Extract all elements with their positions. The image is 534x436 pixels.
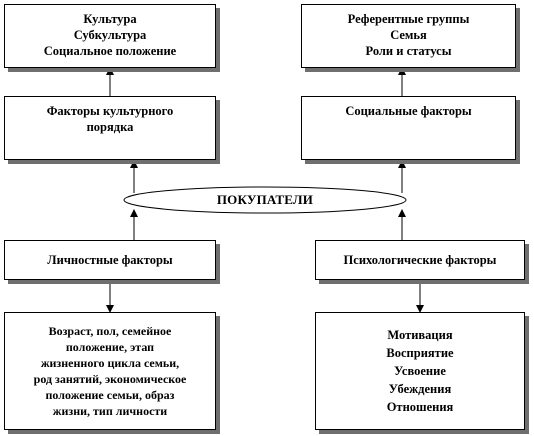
cultural-factors-line-1: Факторы культурного: [46, 104, 174, 118]
reference-box: Референтные группы Семья Роли и статусы: [301, 4, 516, 68]
psychological-details-line-2: Восприятие: [386, 346, 454, 360]
personal-details-box: Возраст, пол, семейное положение, этап ж…: [4, 312, 216, 430]
psychological-factors-line-1: Психологические факторы: [343, 253, 497, 267]
social-factors-box: Социальные факторы: [301, 96, 516, 160]
personal-details-line-1: Возраст, пол, семейное: [48, 324, 172, 338]
reference-line-1: Референтные группы: [347, 12, 470, 26]
personal-factors-box: Личностные факторы: [4, 240, 216, 280]
psychological-details-line-5: Отношения: [386, 400, 454, 414]
culture-line-2: Субкультура: [73, 28, 147, 42]
personal-details-line-5: положение семьи, образ: [45, 388, 175, 402]
cultural-factors-box: Факторы культурного порядка: [4, 96, 216, 160]
personal-details-line-2: положение, этап: [65, 340, 155, 354]
culture-box: Культура Субкультура Социальное положени…: [4, 4, 216, 68]
buyers-ellipse: [123, 186, 407, 214]
personal-details-line-3: жизненного цикла семьи,: [40, 356, 180, 370]
psychological-details-line-1: Мотивация: [387, 328, 453, 342]
culture-line-1: Культура: [83, 12, 137, 26]
social-factors-line-1: Социальные факторы: [345, 104, 472, 118]
psychological-factors-box: Психологические факторы: [315, 240, 525, 280]
culture-line-3: Социальное положение: [43, 44, 177, 58]
cultural-factors-line-2: порядка: [86, 120, 134, 134]
psychological-details-line-3: Усвоение: [394, 364, 446, 378]
personal-factors-line-1: Личностные факторы: [47, 253, 173, 267]
personal-details-line-6: жизни, тип личности: [52, 404, 168, 418]
psychological-details-line-4: Убеждения: [388, 382, 452, 396]
reference-line-3: Роли и статусы: [365, 44, 452, 58]
personal-details-line-4: род занятий, экономическое: [33, 372, 187, 386]
buyers-label: ПОКУПАТЕЛИ: [216, 192, 314, 207]
psychological-details-box: Мотивация Восприятие Усвоение Убеждения …: [315, 312, 525, 430]
reference-line-2: Семья: [390, 28, 427, 42]
